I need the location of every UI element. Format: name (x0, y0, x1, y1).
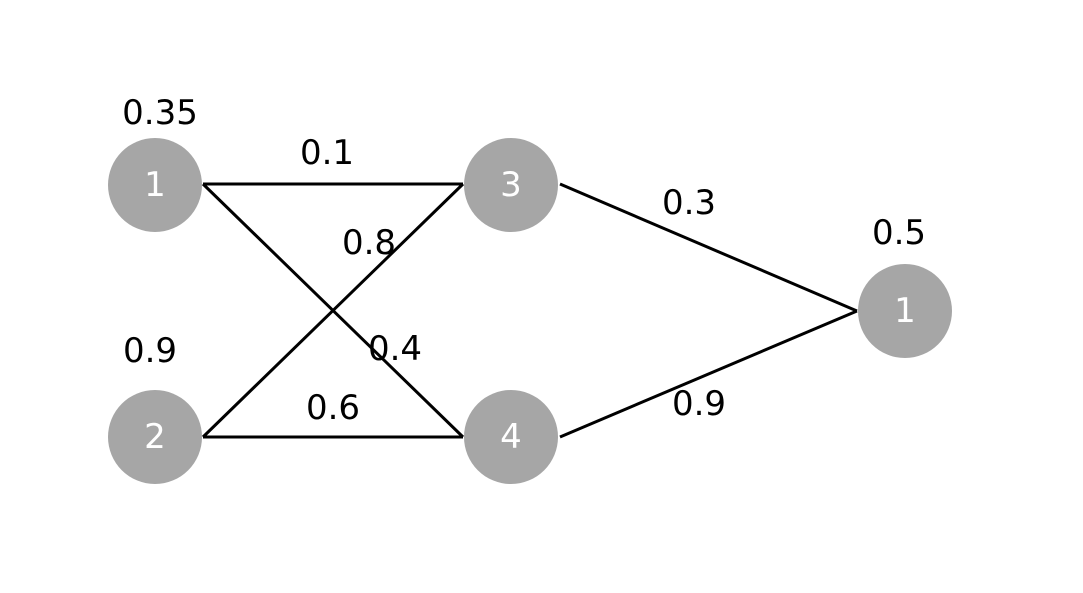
node-in2: 2 (108, 390, 202, 484)
weight-label-in1-h3: 0.1 (300, 133, 354, 173)
node-circle (464, 138, 558, 232)
node-label: 3 (500, 165, 522, 205)
edges (201, 182, 858, 439)
node-label: 1 (144, 165, 166, 205)
edge-h4-out1 (559, 309, 858, 439)
edge-in1-h4 (201, 182, 465, 439)
node-circle (108, 138, 202, 232)
node-circle (464, 390, 558, 484)
node-h4: 4 (464, 390, 558, 484)
node-label: 4 (500, 417, 522, 457)
node-h3: 3 (464, 138, 558, 232)
node-value-in1: 0.35 (122, 93, 198, 133)
node-in1: 1 (108, 138, 202, 232)
weight-label-h4-out1: 0.9 (672, 384, 726, 424)
node-circle (858, 264, 952, 358)
node-values: 0.35 0.9 0.5 (122, 93, 926, 371)
weight-label-in2-h4: 0.6 (306, 388, 360, 428)
weight-label-h3-out1: 0.3 (662, 183, 716, 223)
node-out1: 1 (858, 264, 952, 358)
node-label: 2 (144, 417, 166, 457)
weight-label-in2-h3: 0.8 (342, 223, 396, 263)
weight-labels: 0.1 0.8 0.4 0.6 0.3 0.9 (300, 133, 726, 428)
node-value-in2: 0.9 (123, 331, 177, 371)
weight-label-in1-h4: 0.4 (368, 329, 422, 369)
node-circle (108, 390, 202, 484)
node-label: 1 (894, 291, 916, 331)
edge-h3-out1 (559, 182, 858, 313)
node-value-out1: 0.5 (872, 213, 926, 253)
